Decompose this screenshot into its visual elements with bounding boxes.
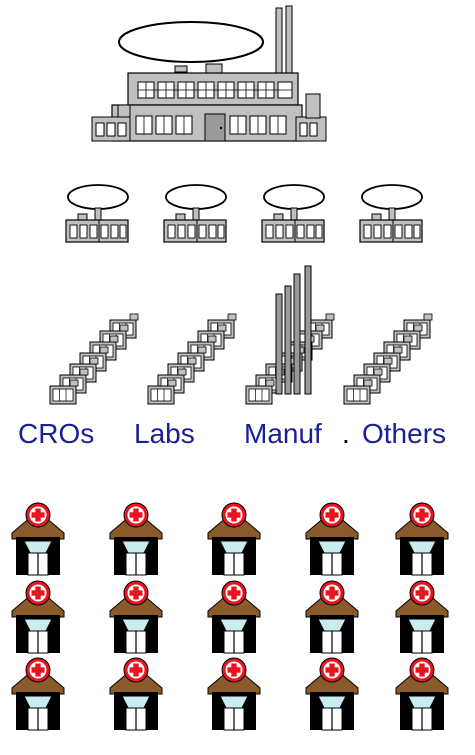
hospital-house-icon (11, 657, 65, 731)
label-manuf: Manuf (244, 418, 322, 449)
sub-factory-icon-others (359, 184, 423, 243)
hospital-house-icon (395, 580, 449, 654)
sub-factory-row (65, 184, 423, 243)
hospital-house-icon (207, 580, 261, 654)
chimney (284, 285, 292, 395)
chimney (293, 273, 301, 395)
factory-stack-icon-others (343, 313, 433, 405)
factory-stack-icon-labs (147, 313, 237, 405)
label-others: Others (362, 418, 447, 449)
sub-factory-icon-labs (163, 184, 227, 243)
label-dot: . (342, 418, 350, 449)
hospital-house-icon (207, 502, 261, 576)
main-factory-icon (91, 5, 327, 142)
hospital-house-icon (305, 580, 359, 654)
label-labs: Labs (134, 418, 195, 449)
hospital-house-icon (109, 657, 163, 731)
hospital-house-icon (11, 580, 65, 654)
hospital-house-icon (109, 502, 163, 576)
hospital-house-icon (395, 657, 449, 731)
hospital-house-icon (11, 502, 65, 576)
label-cros: CROs (18, 418, 95, 449)
hospital-house-icon (109, 580, 163, 654)
hospital-house-icon (305, 657, 359, 731)
hospital-house-icon (395, 502, 449, 576)
hospital-grid (11, 502, 449, 731)
factory-stack-icon-manuf (245, 265, 335, 405)
sub-factory-icon-manuf (261, 184, 325, 243)
factory-stack-row (49, 265, 433, 405)
hospital-house-icon (207, 657, 261, 731)
chimney (304, 265, 312, 395)
sub-factory-icon-cros (65, 184, 129, 243)
factory-stack-icon-cros (49, 313, 139, 405)
chimney (275, 293, 283, 395)
hospital-house-icon (305, 502, 359, 576)
